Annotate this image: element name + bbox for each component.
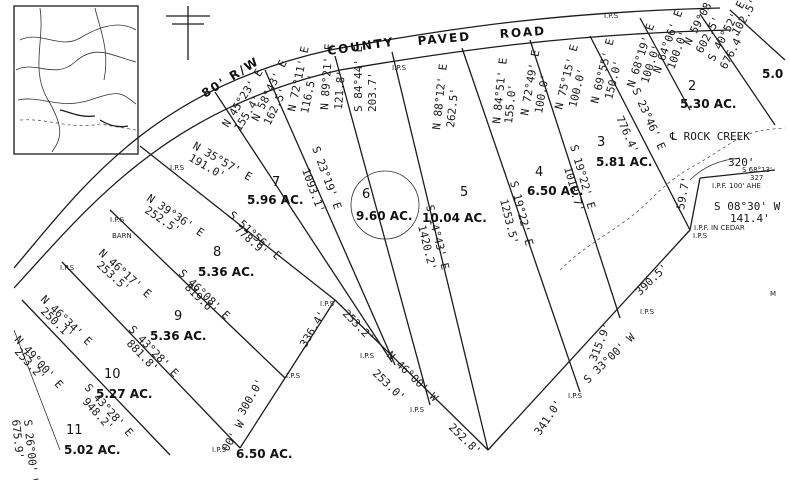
call: 390.5' [633,261,671,298]
lot-num: 7 [272,175,280,190]
road-road-label: ROAD [499,24,546,41]
lot-area: 5.27 AC. [96,387,152,401]
lot-num: 11 [66,423,83,438]
vicinity-map-inset [13,5,139,155]
ips-label: I.P.S [410,406,425,414]
lot-lines [13,9,786,456]
lot-6-circle [350,170,420,240]
call: 203.7' [366,72,379,112]
call: ℄ ROCK CREEK [669,130,750,143]
lot-area: 5.36 AC. [198,265,254,279]
lot-area: 5.02 AC. [64,443,120,457]
ips-label: I.P.S [60,264,75,272]
call: S 68°13' [742,166,772,174]
ips-label: I.P.S [110,216,125,224]
call: 262.5' [444,87,461,128]
partial-area: 6.50 AC. [236,447,292,461]
lot-area: 6.50 AC. [527,184,583,198]
lot-num: 5 [460,185,468,200]
lot-area: 5.81 AC. [596,155,652,169]
lot-area: 5.96 AC. [247,193,303,207]
county-road: 80' R/W COUNTY PAVED ROAD [13,7,731,289]
call: 336.4' [297,309,328,350]
call: 300.0' [235,377,266,418]
lot-labels: 2 5.30 AC. 3 5.81 AC. 4 6.50 AC. 5 10.04… [64,67,783,461]
ips-label: I.P.S [360,352,375,360]
call: 320' [728,156,755,169]
ips-label: I.P.S [286,372,301,380]
lot-area: 10.04 AC. [422,211,487,225]
lot-area: 9.60 AC. [356,209,412,223]
call: 155.0' [502,83,519,124]
ips-label: I.P.S [212,446,227,454]
lot-num: 10 [104,367,121,382]
call: 776.4' [613,114,641,156]
inset-frame [13,5,139,155]
call: S 26°00' W [21,419,41,480]
call: 327 [750,174,763,182]
ips-label: I.P.S [392,64,407,72]
call: S 08°30' W [714,200,781,213]
call: 675.9' [9,419,26,460]
lot-area: 5.36 AC. [150,329,206,343]
lot-num: 3 [597,135,605,150]
north-arrow-icon [166,6,210,60]
call: N 89°21' E [318,43,336,110]
call: 341.0' [532,397,565,437]
call: I.P.F. IN CEDAR [694,224,745,232]
lot-area: 5.30 AC. [680,97,736,111]
call: BARN [112,232,132,240]
ips-label: I.P.S [320,300,335,308]
iron-pin-markers: I.P.S I.P.S I.P.S I.P.S I.P.S I.P.S I.P.… [60,12,708,454]
call: 59.7' [674,176,693,211]
lot-num: 9 [174,309,182,324]
call: I.P.F. 100' AHE [712,182,761,190]
call: S 84°44' E [352,46,365,112]
lot-num: 8 [213,245,221,260]
ips-label: I.P.S [604,12,619,20]
road-paved-label: PAVED [417,29,472,48]
ips-label: I.P.S [568,392,583,400]
ips-label: I.P.S [693,232,708,240]
lot-num: 2 [688,79,696,94]
call: M [770,290,776,298]
ips-label: I.P.S [640,308,655,316]
ips-label: I.P.S [170,164,185,172]
partial-right: 5.0 [762,67,783,81]
rock-creek [559,127,786,271]
lot-num: 6 [362,187,370,202]
call: 141.4' [730,212,770,225]
lot-num: 4 [535,165,543,180]
call: 121.8' [332,70,348,111]
